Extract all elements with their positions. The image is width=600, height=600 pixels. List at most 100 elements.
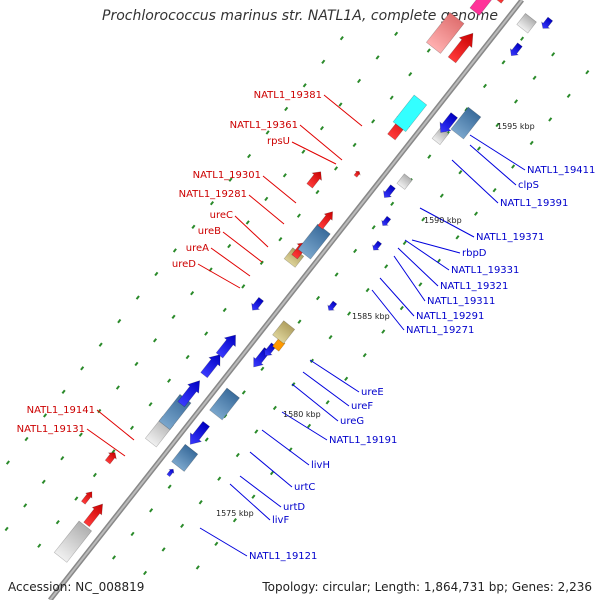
gene-label: NATL1_19411 — [527, 165, 595, 176]
gene-feature — [396, 173, 413, 190]
gene-label: urtD — [283, 502, 305, 513]
leader-line — [86, 428, 126, 457]
kbp-marker: 1590 kbp — [424, 216, 462, 225]
tick — [362, 353, 367, 358]
tick — [511, 164, 516, 169]
tick — [251, 494, 256, 499]
tick — [232, 518, 237, 523]
topology-text: Topology: circular; Length: 1,864,731 bp… — [262, 580, 592, 594]
tick — [482, 83, 487, 89]
leader-line — [419, 207, 475, 238]
tick — [241, 390, 246, 395]
tick — [111, 449, 116, 454]
tick — [148, 402, 153, 407]
kbp-marker: 1585 kbp — [352, 312, 390, 321]
tick — [55, 519, 60, 525]
leader-line — [222, 231, 263, 263]
tick — [191, 224, 196, 229]
leader-line — [404, 239, 450, 271]
tick — [436, 258, 441, 264]
gene-feature — [80, 491, 93, 505]
tick — [241, 284, 246, 289]
gene-feature — [509, 42, 523, 57]
tick — [198, 500, 203, 505]
tick — [316, 295, 321, 301]
gene-label: ureG — [340, 416, 364, 427]
kbp-marker: 1595 kbp — [497, 122, 535, 131]
tick — [223, 413, 228, 419]
tick — [344, 376, 349, 381]
gene-feature — [425, 12, 465, 54]
tick — [307, 423, 312, 429]
tick — [353, 248, 358, 254]
gene-label: NATL1_19291 — [416, 311, 484, 322]
tick — [394, 31, 399, 37]
tick — [551, 52, 556, 57]
gene-feature — [215, 334, 236, 359]
tick — [269, 470, 275, 476]
gene-label: NATL1_19131 — [17, 424, 85, 435]
gene-label: ureC — [210, 210, 233, 221]
tick — [272, 405, 277, 411]
tick — [23, 503, 28, 508]
tick — [209, 201, 215, 206]
leader-line — [451, 159, 499, 204]
tick — [254, 429, 259, 434]
tick — [117, 318, 122, 324]
tick — [291, 382, 296, 387]
gene-label: NATL1_19371 — [476, 232, 544, 243]
tick — [325, 400, 330, 405]
tick — [282, 173, 287, 178]
tick — [260, 366, 265, 372]
leader-line — [262, 175, 297, 204]
gene-feature — [53, 520, 93, 563]
tick — [37, 543, 42, 548]
leader-line — [302, 371, 350, 407]
tick — [284, 106, 289, 112]
tick — [154, 271, 159, 277]
gene-feature — [327, 300, 338, 311]
tick — [501, 60, 506, 65]
gene-label: livH — [311, 460, 330, 471]
leader-line — [291, 383, 339, 422]
gene-label: rpsU — [267, 136, 290, 147]
tick — [24, 436, 29, 442]
tick — [532, 75, 537, 81]
right-labels: NATL1_19411 clpS NATL1_19391 NATL1_19371… — [249, 165, 595, 562]
gene-feature — [251, 296, 264, 311]
leader-line — [411, 239, 461, 254]
leader-line — [371, 289, 405, 331]
tick — [529, 140, 534, 146]
tick — [492, 187, 497, 193]
tick — [222, 307, 227, 313]
tick — [143, 570, 148, 576]
gene-feature — [469, 0, 493, 16]
gene-feature — [541, 16, 554, 29]
tick — [190, 291, 195, 296]
gene-label: NATL1_19121 — [249, 551, 317, 562]
gene-feature — [372, 240, 383, 251]
tick — [402, 240, 407, 246]
tick — [476, 146, 481, 151]
gene-label: ureB — [198, 226, 221, 237]
tick — [418, 282, 423, 287]
gene-label: ureA — [186, 243, 209, 254]
tick — [315, 189, 320, 195]
tick — [204, 331, 209, 336]
tick — [245, 220, 250, 225]
tick — [61, 389, 66, 395]
gene-label: NATL1_19311 — [427, 296, 495, 307]
gene-feature — [353, 170, 361, 178]
gene-feature — [447, 32, 474, 64]
leader-line — [197, 263, 241, 289]
gene-feature — [439, 112, 459, 133]
gene-feature — [272, 320, 296, 344]
tick — [381, 329, 386, 334]
tick — [152, 338, 158, 343]
tick — [389, 95, 394, 100]
tick — [371, 119, 376, 124]
gene-feature — [189, 420, 211, 445]
tick — [390, 201, 395, 206]
gene-feature — [166, 468, 175, 478]
